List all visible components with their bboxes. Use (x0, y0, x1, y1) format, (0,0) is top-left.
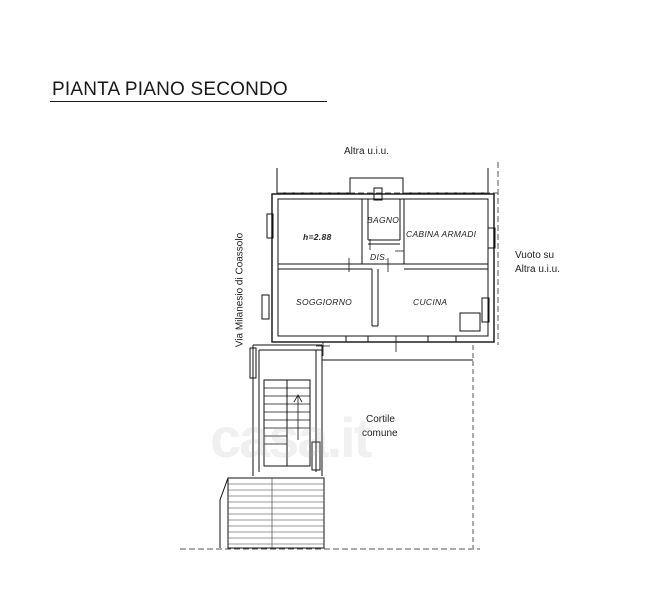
watermark-logo: casa.it (210, 406, 372, 469)
courtyard-label-1: Cortile (366, 414, 395, 425)
kitchen-unit (459, 312, 481, 332)
outer-wall-outer (271, 193, 495, 343)
outer-wall-inner (277, 198, 489, 337)
wall-soggiorno-cucina (371, 269, 379, 327)
window-left-2 (261, 294, 270, 320)
plan-title: PIANTA PIANO SECONDO (52, 79, 288, 100)
right-void-label-2: Altra u.i.u. (515, 264, 561, 275)
courtyard-label-2: comune (362, 428, 398, 439)
door-mark-2 (369, 239, 404, 252)
title-underline (50, 101, 327, 102)
wall-bagno (368, 199, 405, 264)
stair-block-outline (252, 344, 323, 476)
window-right-2 (481, 297, 490, 323)
roof-tiles-area (227, 477, 325, 549)
stair-arrow (293, 394, 303, 440)
bagno-small-item (373, 187, 383, 201)
room-soggiorno-label: SOGGIORNO (296, 297, 353, 307)
stair-right-window (311, 441, 321, 471)
wall-cabina (404, 263, 488, 270)
stair-left-window (249, 347, 257, 379)
street-label: Via Milanesio di Coassolo (234, 232, 246, 348)
room-cucina-label: CUCINA (413, 297, 448, 307)
door-mark-1 (348, 258, 389, 272)
door-bottom-center (316, 336, 397, 356)
room-height-label: h=2.88 (303, 232, 332, 242)
window-right-1 (487, 227, 496, 249)
window-bottom-1 (345, 335, 369, 343)
roof-left-flare (219, 477, 229, 548)
top-neighbor-label: Altra u.i.u. (344, 146, 390, 157)
room-cabina-label: CABINA ARMADI (406, 229, 477, 239)
room-dis-label: DIS. (370, 252, 388, 262)
room-bagno-label: BAGNO (367, 215, 400, 225)
window-left-1 (266, 213, 274, 239)
right-void-label-1: Vuoto su (515, 250, 555, 261)
wall-room-h288 (278, 199, 372, 270)
window-bottom-2 (427, 335, 457, 343)
